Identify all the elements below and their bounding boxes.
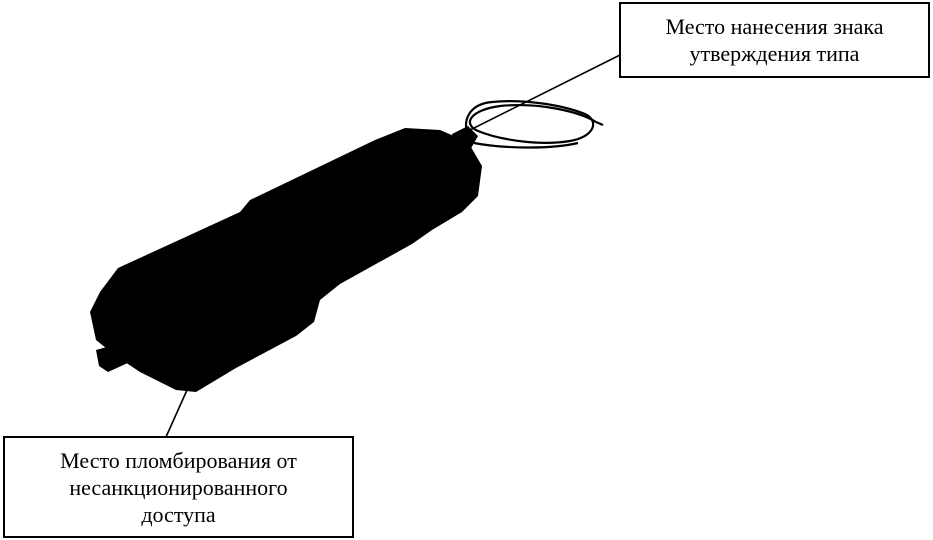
device-body — [90, 126, 482, 392]
callout-line: несанкционированного — [69, 474, 288, 500]
callout-line: утверждения типа — [689, 41, 860, 66]
callout-line: Место пломбирования от — [60, 447, 297, 473]
leader-line-seal — [165, 389, 188, 438]
callout-line: доступа — [141, 501, 216, 527]
callout-seal-location: Место пломбирования от несанкционированн… — [3, 436, 354, 538]
callout-type-approval-mark: Место нанесения знака утверждения типа — [619, 2, 930, 78]
leader-line-type-approval — [467, 49, 631, 132]
cable-loop — [465, 100, 604, 149]
callout-line: Место нанесения знака — [665, 14, 884, 39]
